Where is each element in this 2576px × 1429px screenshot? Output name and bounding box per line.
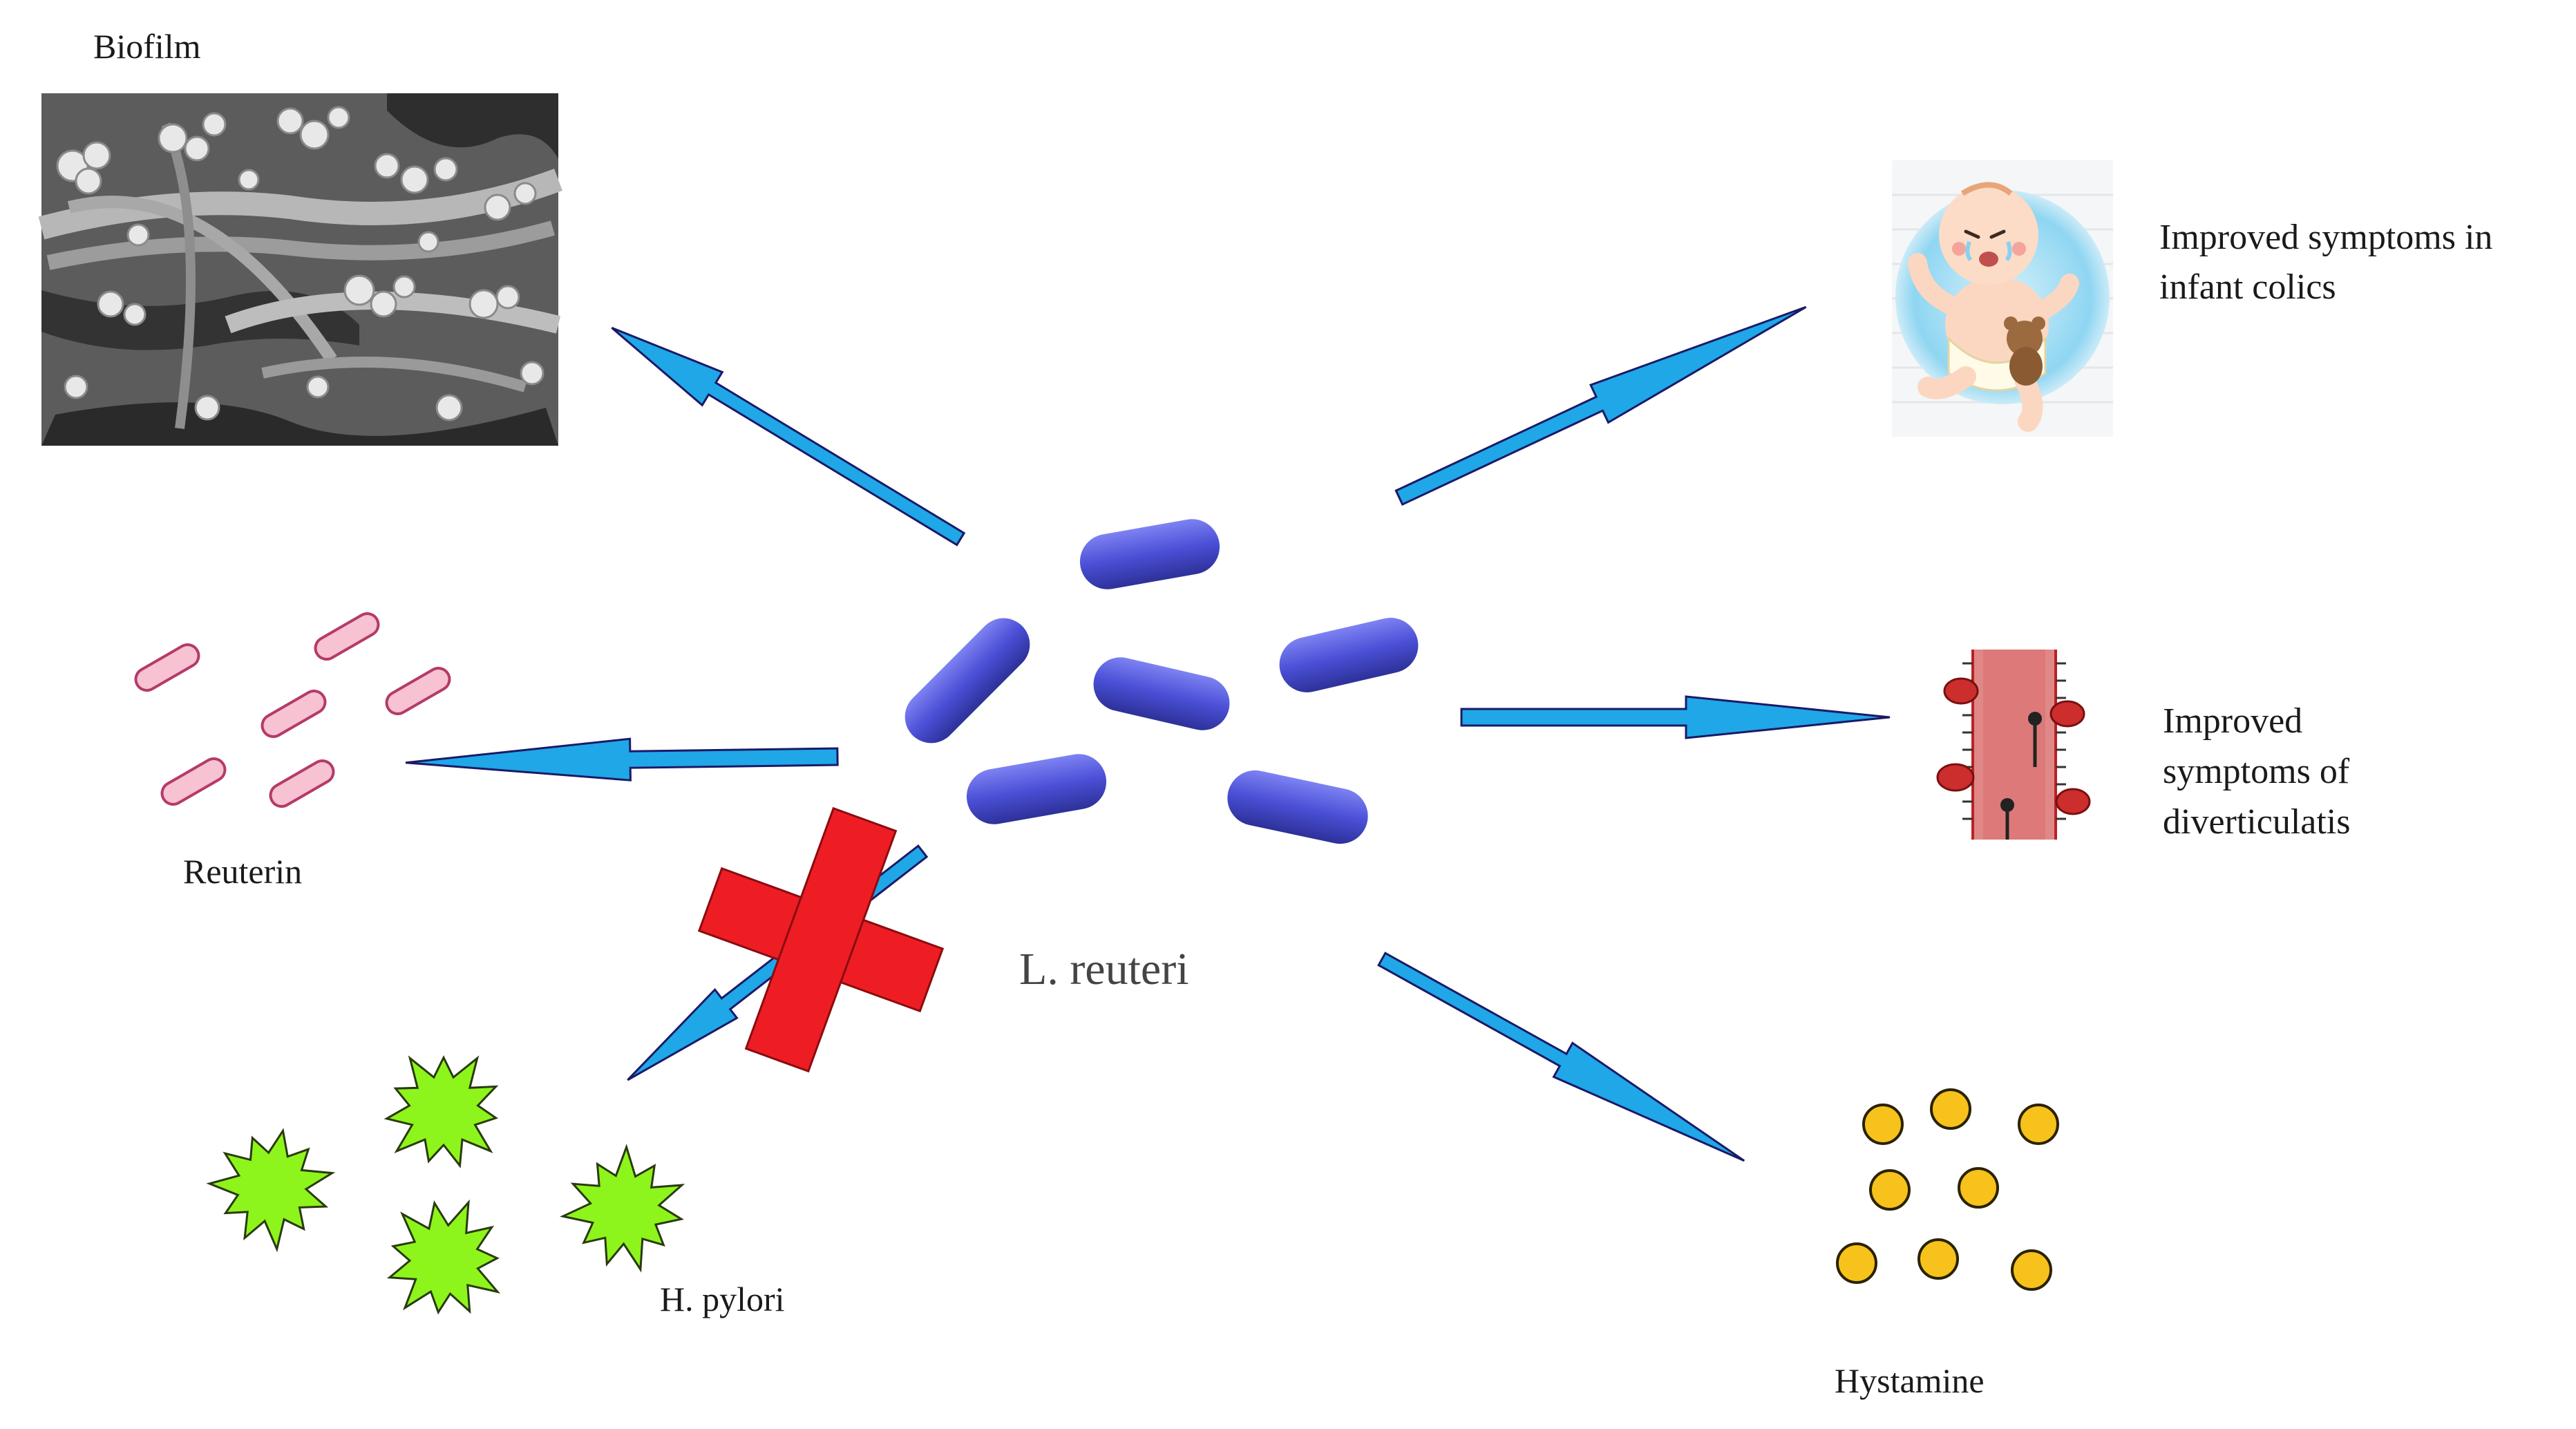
arrow-to-diverticulitis <box>1460 695 1891 739</box>
h-pylori-cluster <box>206 1055 685 1315</box>
hystamine-dot <box>1930 1088 1971 1130</box>
l-reuteri-rod <box>1093 657 1230 730</box>
hystamine-cluster <box>1836 1088 2059 1291</box>
l-reuteri-rod <box>1079 519 1220 589</box>
reuterin-rod <box>160 757 227 806</box>
biofilm-micrograph-icon <box>38 93 562 446</box>
l-reuteri-rod <box>905 618 1030 744</box>
h-pylori-cell <box>559 1144 685 1273</box>
hystamine-label: Hystamine <box>1835 1361 1985 1400</box>
h-pylori-cell <box>383 1055 499 1168</box>
arrow-to-infant-colics <box>1394 305 1807 506</box>
arrow-to-hystamine <box>1377 952 1745 1162</box>
h-pylori-cell <box>386 1199 501 1315</box>
arrow-to-reuterin <box>405 737 839 782</box>
reuterin-rod <box>134 643 200 692</box>
l-reuteri-rod <box>966 754 1107 824</box>
hystamine-dot <box>2018 1104 2059 1145</box>
diverticulitis-label-line1: Improved <box>2163 701 2302 741</box>
h-pylori-cell <box>206 1128 336 1253</box>
reuterin-rod <box>314 612 380 661</box>
h-pylori-label: H. pylori <box>660 1280 785 1318</box>
arrows <box>405 305 1891 1162</box>
hystamine-dot <box>1869 1169 1911 1211</box>
intestine-diverticula-icon <box>1935 650 2091 840</box>
red-cross-icon <box>697 806 945 1073</box>
l-reuteri-rod <box>1227 770 1368 844</box>
hystamine-dot <box>1862 1104 1904 1145</box>
infant-colics-label-line2: infant colics <box>2159 267 2336 307</box>
hystamine-dot <box>1917 1238 1959 1280</box>
biofilm-label: Biofilm <box>93 27 201 66</box>
diverticulitis-label-line3: diverticulatis <box>2163 802 2350 842</box>
hystamine-dot <box>2011 1249 2052 1291</box>
crying-infant-icon <box>1892 160 2113 437</box>
l-reuteri-rod <box>1279 618 1419 692</box>
hystamine-dot <box>1836 1242 1877 1284</box>
reuterin-rod <box>385 667 451 715</box>
arrow-to-biofilm <box>611 326 966 547</box>
reuterin-cluster <box>134 612 451 808</box>
infant-colics-label-line1: Improved symptoms in <box>2159 218 2492 257</box>
l-reuteri-label: L. reuteri <box>1019 944 1189 994</box>
diverticulitis-label-line2: symptoms of <box>2163 752 2350 791</box>
reuterin-rod <box>269 759 335 808</box>
hystamine-dot <box>1958 1167 1999 1209</box>
l-reuteri-cluster <box>905 519 1419 844</box>
reuterin-label: Reuterin <box>183 852 302 891</box>
reuterin-rod <box>261 690 327 738</box>
